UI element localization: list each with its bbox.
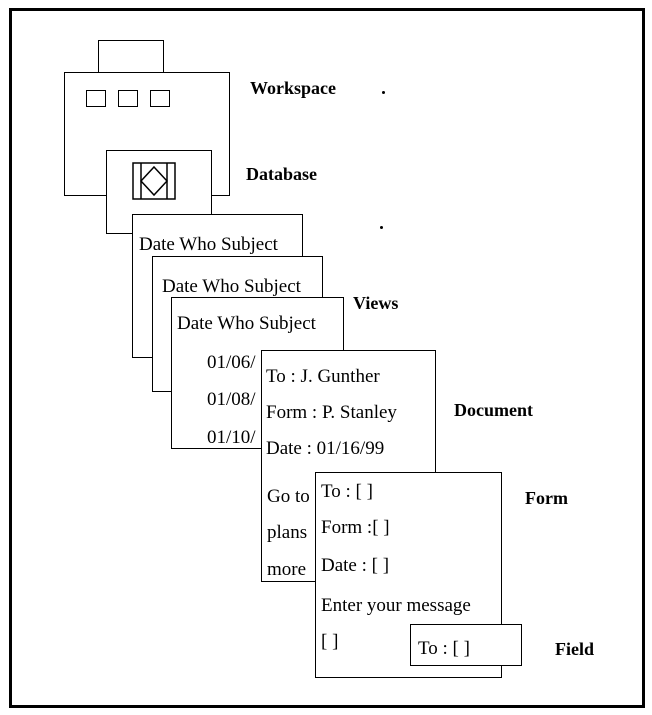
- view-date-3: 01/10/: [207, 428, 256, 447]
- view-date-2: 01/08/: [207, 390, 256, 409]
- form-message: Enter your message: [321, 596, 471, 615]
- label-views: Views: [353, 294, 398, 312]
- scan-dot: [382, 91, 385, 94]
- database-icon: [132, 162, 176, 200]
- form-date: Date : [ ]: [321, 556, 389, 575]
- view-header-3: Date Who Subject: [177, 314, 316, 333]
- view-header-2: Date Who Subject: [162, 277, 301, 296]
- view-date-1: 01/06/: [207, 353, 256, 372]
- document-body-3: more: [267, 560, 306, 579]
- document-from: Form : P. Stanley: [266, 403, 397, 422]
- workspace-icon-2: [118, 90, 138, 107]
- form-from: Form :[ ]: [321, 518, 390, 537]
- label-workspace: Workspace: [250, 79, 336, 97]
- document-to: To : J. Gunther: [266, 367, 380, 386]
- document-date: Date : 01/16/99: [266, 439, 384, 458]
- label-form: Form: [525, 489, 568, 507]
- workspace-icon-3: [150, 90, 170, 107]
- view-header-1: Date Who Subject: [139, 235, 278, 254]
- workspace-tab: [98, 40, 164, 74]
- form-to: To : [ ]: [321, 482, 373, 501]
- document-body-1: Go to: [267, 487, 310, 506]
- scan-dot: [380, 226, 383, 229]
- workspace-icon-1: [86, 90, 106, 107]
- form-empty-field: [ ]: [321, 632, 338, 651]
- label-database: Database: [246, 165, 317, 183]
- label-document: Document: [454, 401, 533, 419]
- field-to: To : [ ]: [418, 639, 470, 658]
- document-body-2: plans: [267, 523, 307, 542]
- label-field: Field: [555, 640, 594, 658]
